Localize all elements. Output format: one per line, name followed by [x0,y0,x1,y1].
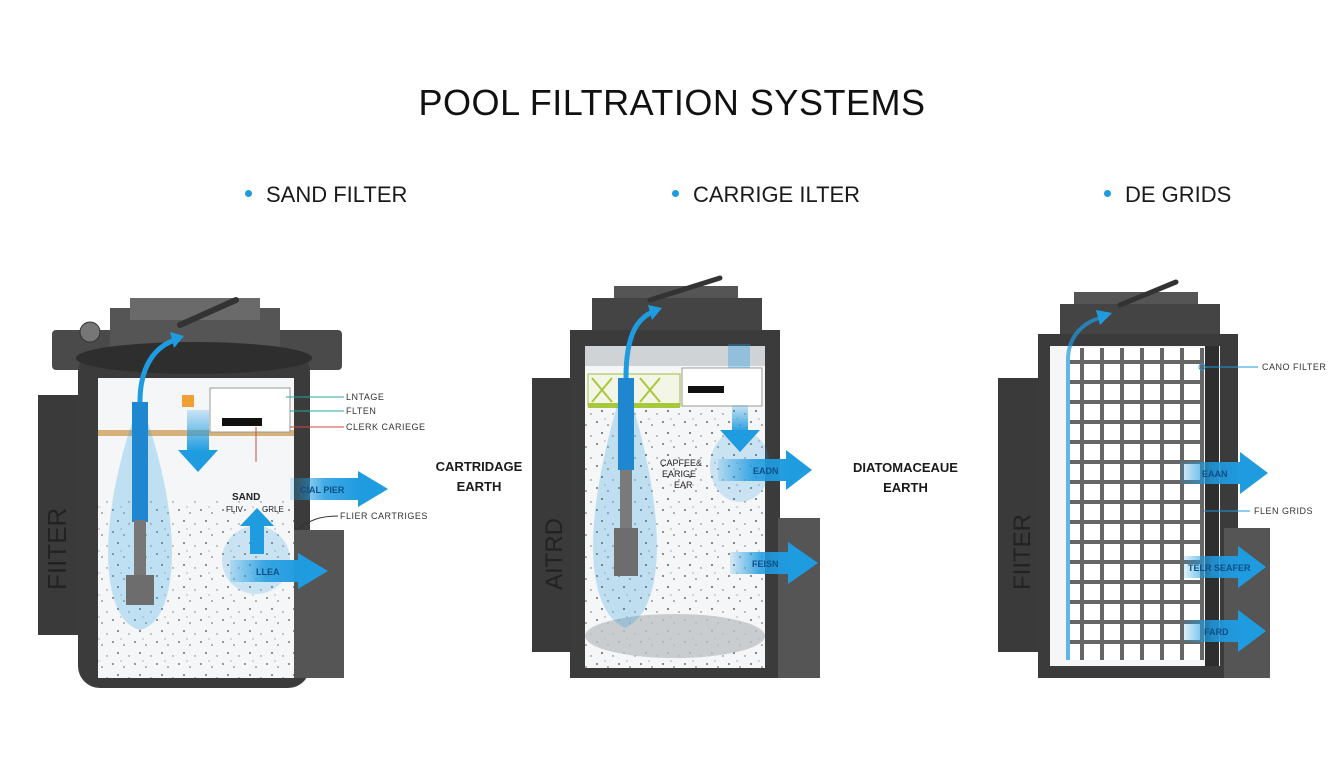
bullet-icon [672,189,679,197]
up-arrow-icon [240,508,274,526]
right-arrow-icon [786,450,812,490]
de-grids-diagram: FIITER EAAN TELR SEAFER FARD CANO FILTER… [998,279,1326,678]
up-arrow-icon [170,332,184,348]
valve-handle [647,275,723,303]
callout-label: CLERK CARIEGE [346,422,426,432]
callout-label: LNTAGE [346,392,384,402]
heading-cartridge-filter: CARRIGE ILTER [672,182,860,208]
diatomaceous-earth-label: DIATOMACEAUE EARTH [853,460,958,495]
standpipe [618,378,634,470]
bullet-icon [245,189,252,197]
callout-label: FLIER CARTRIGES [340,511,428,521]
right-arrow-icon [788,542,818,584]
right-arrow-icon [1238,546,1266,588]
svg-text:TELR SEAFER: TELR SEAFER [1188,563,1251,573]
side-block [1224,528,1270,678]
svg-text:FEISN: FEISN [752,559,779,569]
lid [1060,304,1220,338]
standpipe [132,402,148,522]
svg-text:FIITER: FIITER [1009,514,1036,590]
svg-text:EAAN: EAAN [1202,469,1228,479]
right-arrow-icon [1240,452,1268,494]
side-panel [532,378,574,652]
down-arrow-icon [178,450,218,472]
svg-text:EARIGE: EARIGE [662,469,696,479]
right-arrow-icon [298,553,328,589]
svg-text:FLIV: FLIV [226,505,244,514]
callout-label: FLEN GRIDS [1254,506,1313,516]
page-title: POOL FILTRATION SYSTEMS [418,82,926,123]
side-text: FIITER [42,508,72,590]
svg-text:CIAL PIER: CIAL PIER [300,485,345,495]
side-panel [998,378,1042,652]
up-arrow-icon [1096,310,1112,325]
cartridge-filter-diagram: AITRD EADN FEISN CAPFEE& EARIGE EAR [532,275,820,678]
cartridge-earth-label: CARTRIDAGE EARTH [435,459,523,494]
flow-line [1066,316,1101,660]
svg-text:GRLE: GRLE [262,505,284,514]
side-block [294,530,344,678]
svg-text:LLEA: LLEA [256,567,280,577]
down-arrow-icon [720,430,760,452]
lid [592,298,762,332]
callout-label: CANO FILTER [1262,362,1326,372]
svg-text:CAPFEE&: CAPFEE& [660,458,702,468]
right-arrow-icon [1238,610,1266,652]
right-arrow-icon [358,471,388,507]
svg-text:SAND: SAND [232,492,260,503]
svg-text:FARD: FARD [1204,627,1229,637]
callout-label: FLTEN [346,406,376,416]
de-grid [1070,348,1204,660]
valve-handle [177,297,239,328]
heading-sand-filter: SAND FILTER [245,182,407,208]
flow-curve [137,337,176,403]
sand-filter-diagram: FIITER SAND FLIV GRLE [38,297,428,688]
svg-text:EADN: EADN [753,466,779,476]
bullet-icon [1104,189,1111,197]
side-block [778,518,820,678]
gauge-icon [79,321,101,343]
heading-de-grids: DE GRIDS [1104,182,1231,208]
svg-text:EAR: EAR [674,480,693,490]
up-arrow-icon [648,305,662,320]
svg-text:AITRD: AITRD [541,518,568,590]
valve-handle [1117,279,1179,308]
